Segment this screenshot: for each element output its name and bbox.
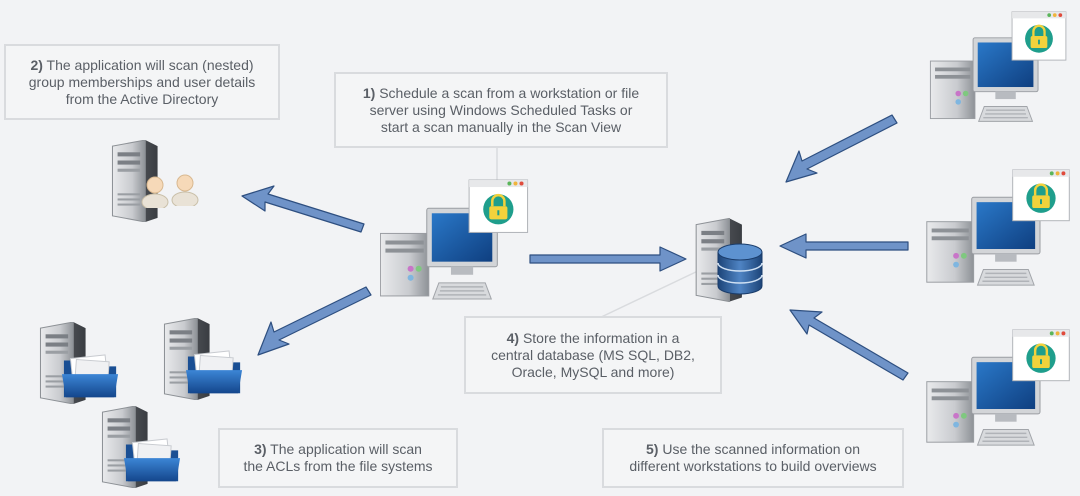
file-server-icon-2 (163, 318, 243, 400)
workstation-lock-icon-bottom (925, 328, 1071, 447)
step-text-line: the ACLs from the file systems (243, 458, 433, 474)
arrow-from-workstation-top (785, 114, 898, 183)
step-number: 4) (506, 329, 520, 346)
arrow-to-filesystems (257, 286, 372, 356)
step-text-line: Oracle, MySQL and more) (511, 363, 675, 380)
arrow-from-workstation-bottom (789, 309, 909, 381)
file-server-icon-1 (39, 322, 119, 404)
workstation-lock-icon-top (929, 10, 1068, 123)
step-text-line: Store the information in a (522, 329, 680, 346)
step-number: 1) (362, 84, 376, 101)
file-server-icon-3 (101, 406, 181, 488)
step-text-line: The application will scan (270, 441, 422, 457)
step-text-line: The application will scan (nested) (46, 56, 254, 73)
folder-icon (186, 350, 243, 394)
arrow-to-ad (241, 185, 365, 233)
folder-icon (124, 438, 181, 482)
step-text-line: start a scan manually in the Scan View (380, 118, 622, 135)
callout-step-3: 3) The application will scan the ACLs fr… (218, 428, 458, 488)
step-text-line: central database (MS SQL, DB2, (491, 346, 695, 363)
ad-server-icon (111, 140, 199, 222)
folder-icon (62, 354, 119, 398)
step-text-line: different workstations to build overview… (629, 458, 877, 474)
step-number: 3) (254, 441, 267, 457)
callout-step-4: 4) Store the information in a central da… (464, 316, 722, 394)
step-number: 2) (30, 56, 43, 73)
connector-line (594, 269, 701, 321)
database-server-icon (695, 218, 763, 302)
callout-step-2: 2) The application will scan (nested) gr… (4, 44, 280, 120)
step-text-line: Use the scanned information on (662, 441, 861, 457)
step-text-line: from the Active Directory (65, 90, 219, 107)
step-text-line: Schedule a scan from a workstation or fi… (379, 84, 640, 101)
central-workstation-icon (380, 178, 529, 301)
arrow-from-workstation-middle (779, 233, 909, 259)
workstation-lock-icon-middle (925, 168, 1071, 287)
user-icon (171, 174, 199, 206)
step-text-line: server using Windows Scheduled Tasks or (369, 101, 633, 118)
arrow-to-database (529, 246, 687, 272)
step-text-line: group memberships and user details (28, 73, 256, 90)
callout-step-1: 1) Schedule a scan from a workstation or… (334, 72, 668, 148)
callout-step-5: 5) Use the scanned information on differ… (602, 428, 904, 488)
step-number: 5) (645, 441, 659, 457)
